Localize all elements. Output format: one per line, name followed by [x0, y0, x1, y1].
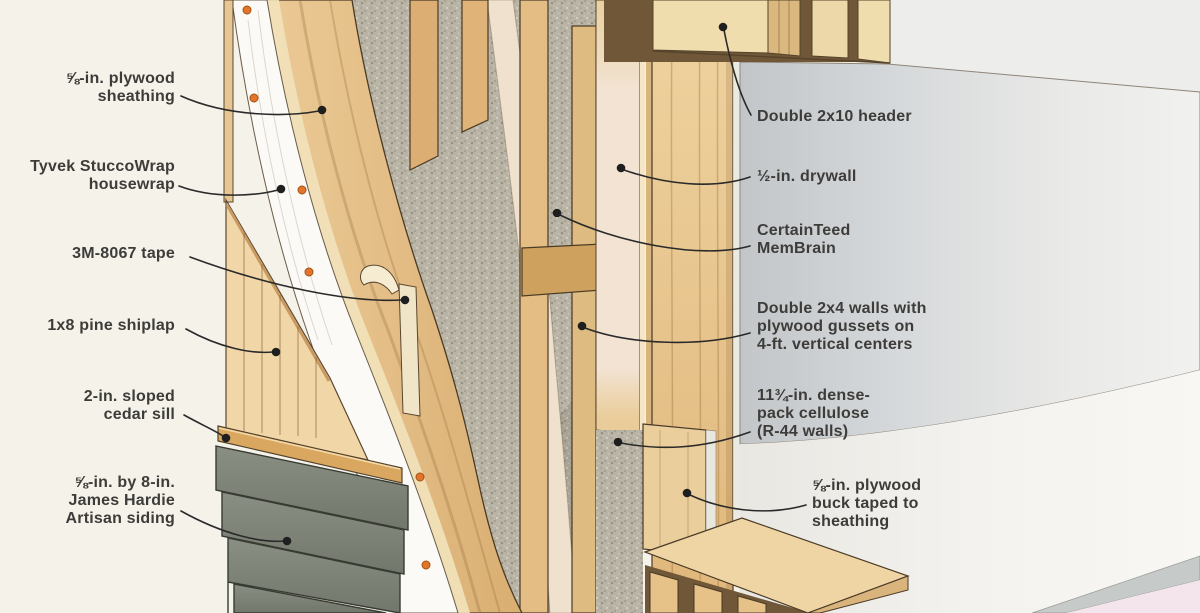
pine-shiplap-layer [223, 0, 370, 461]
label-cellulose: 11¾-in. dense- pack cellulose (R-44 wall… [757, 387, 871, 440]
leader-header [723, 29, 752, 116]
label-plywood-buck: ⅝-in. plywood buck taped to sheathing [812, 477, 922, 530]
label-plywood-sheathing: ⅝-in. plywood sheathing [65, 70, 175, 105]
drywall-panel [739, 0, 1200, 445]
leader-drywall [623, 169, 751, 185]
leader-membrane [559, 214, 751, 252]
label-membrane: CertainTeed MemBrain [757, 222, 851, 257]
leader-plywood-sheathing [180, 95, 320, 116]
flashing-tape [360, 264, 421, 417]
leader-double-stud-walls [584, 327, 751, 344]
window-buck-plane [740, 370, 1200, 613]
leader-lines [178, 29, 807, 543]
leader-shiplap [185, 328, 274, 354]
leader-tape [189, 256, 403, 302]
leader-cedar-sill [183, 414, 224, 437]
label-housewrap: Tyvek StuccoWrap housewrap [30, 158, 175, 193]
label-drywall: ½-in. drywall [757, 168, 857, 185]
wall-studs [409, 0, 597, 613]
sill-plate-edge [807, 575, 909, 613]
leader-dots [221, 22, 728, 546]
leader-cellulose [620, 431, 751, 449]
siding-boards [215, 445, 409, 613]
sill-framing [596, 423, 910, 613]
jamb-edge [646, 2, 652, 436]
label-header: Double 2x10 header [757, 108, 912, 125]
buck-front-edge [1031, 555, 1200, 613]
header-assembly [604, 0, 891, 64]
leader-siding [180, 510, 285, 543]
label-cedar-sill: 2-in. sloped cedar sill [83, 388, 175, 423]
label-shiplap: 1x8 pine shiplap [47, 317, 175, 334]
jamb-edge-highlight [640, 4, 645, 434]
leader-housewrap [178, 185, 279, 196]
membrane-faced-stud [595, 0, 641, 435]
membrane-corner [1066, 580, 1200, 613]
label-double-stud-walls: Double 2x4 walls with plywood gussets on… [757, 300, 927, 353]
cap-nails [242, 5, 431, 570]
leader-plywood-buck [689, 494, 807, 512]
plywood-gusset [521, 243, 603, 297]
label-tape: 3M-8067 tape [72, 245, 175, 262]
label-siding: ⅝-in. by 8-in. James Hardie Artisan sidi… [65, 474, 175, 527]
cedar-sill [217, 425, 403, 484]
